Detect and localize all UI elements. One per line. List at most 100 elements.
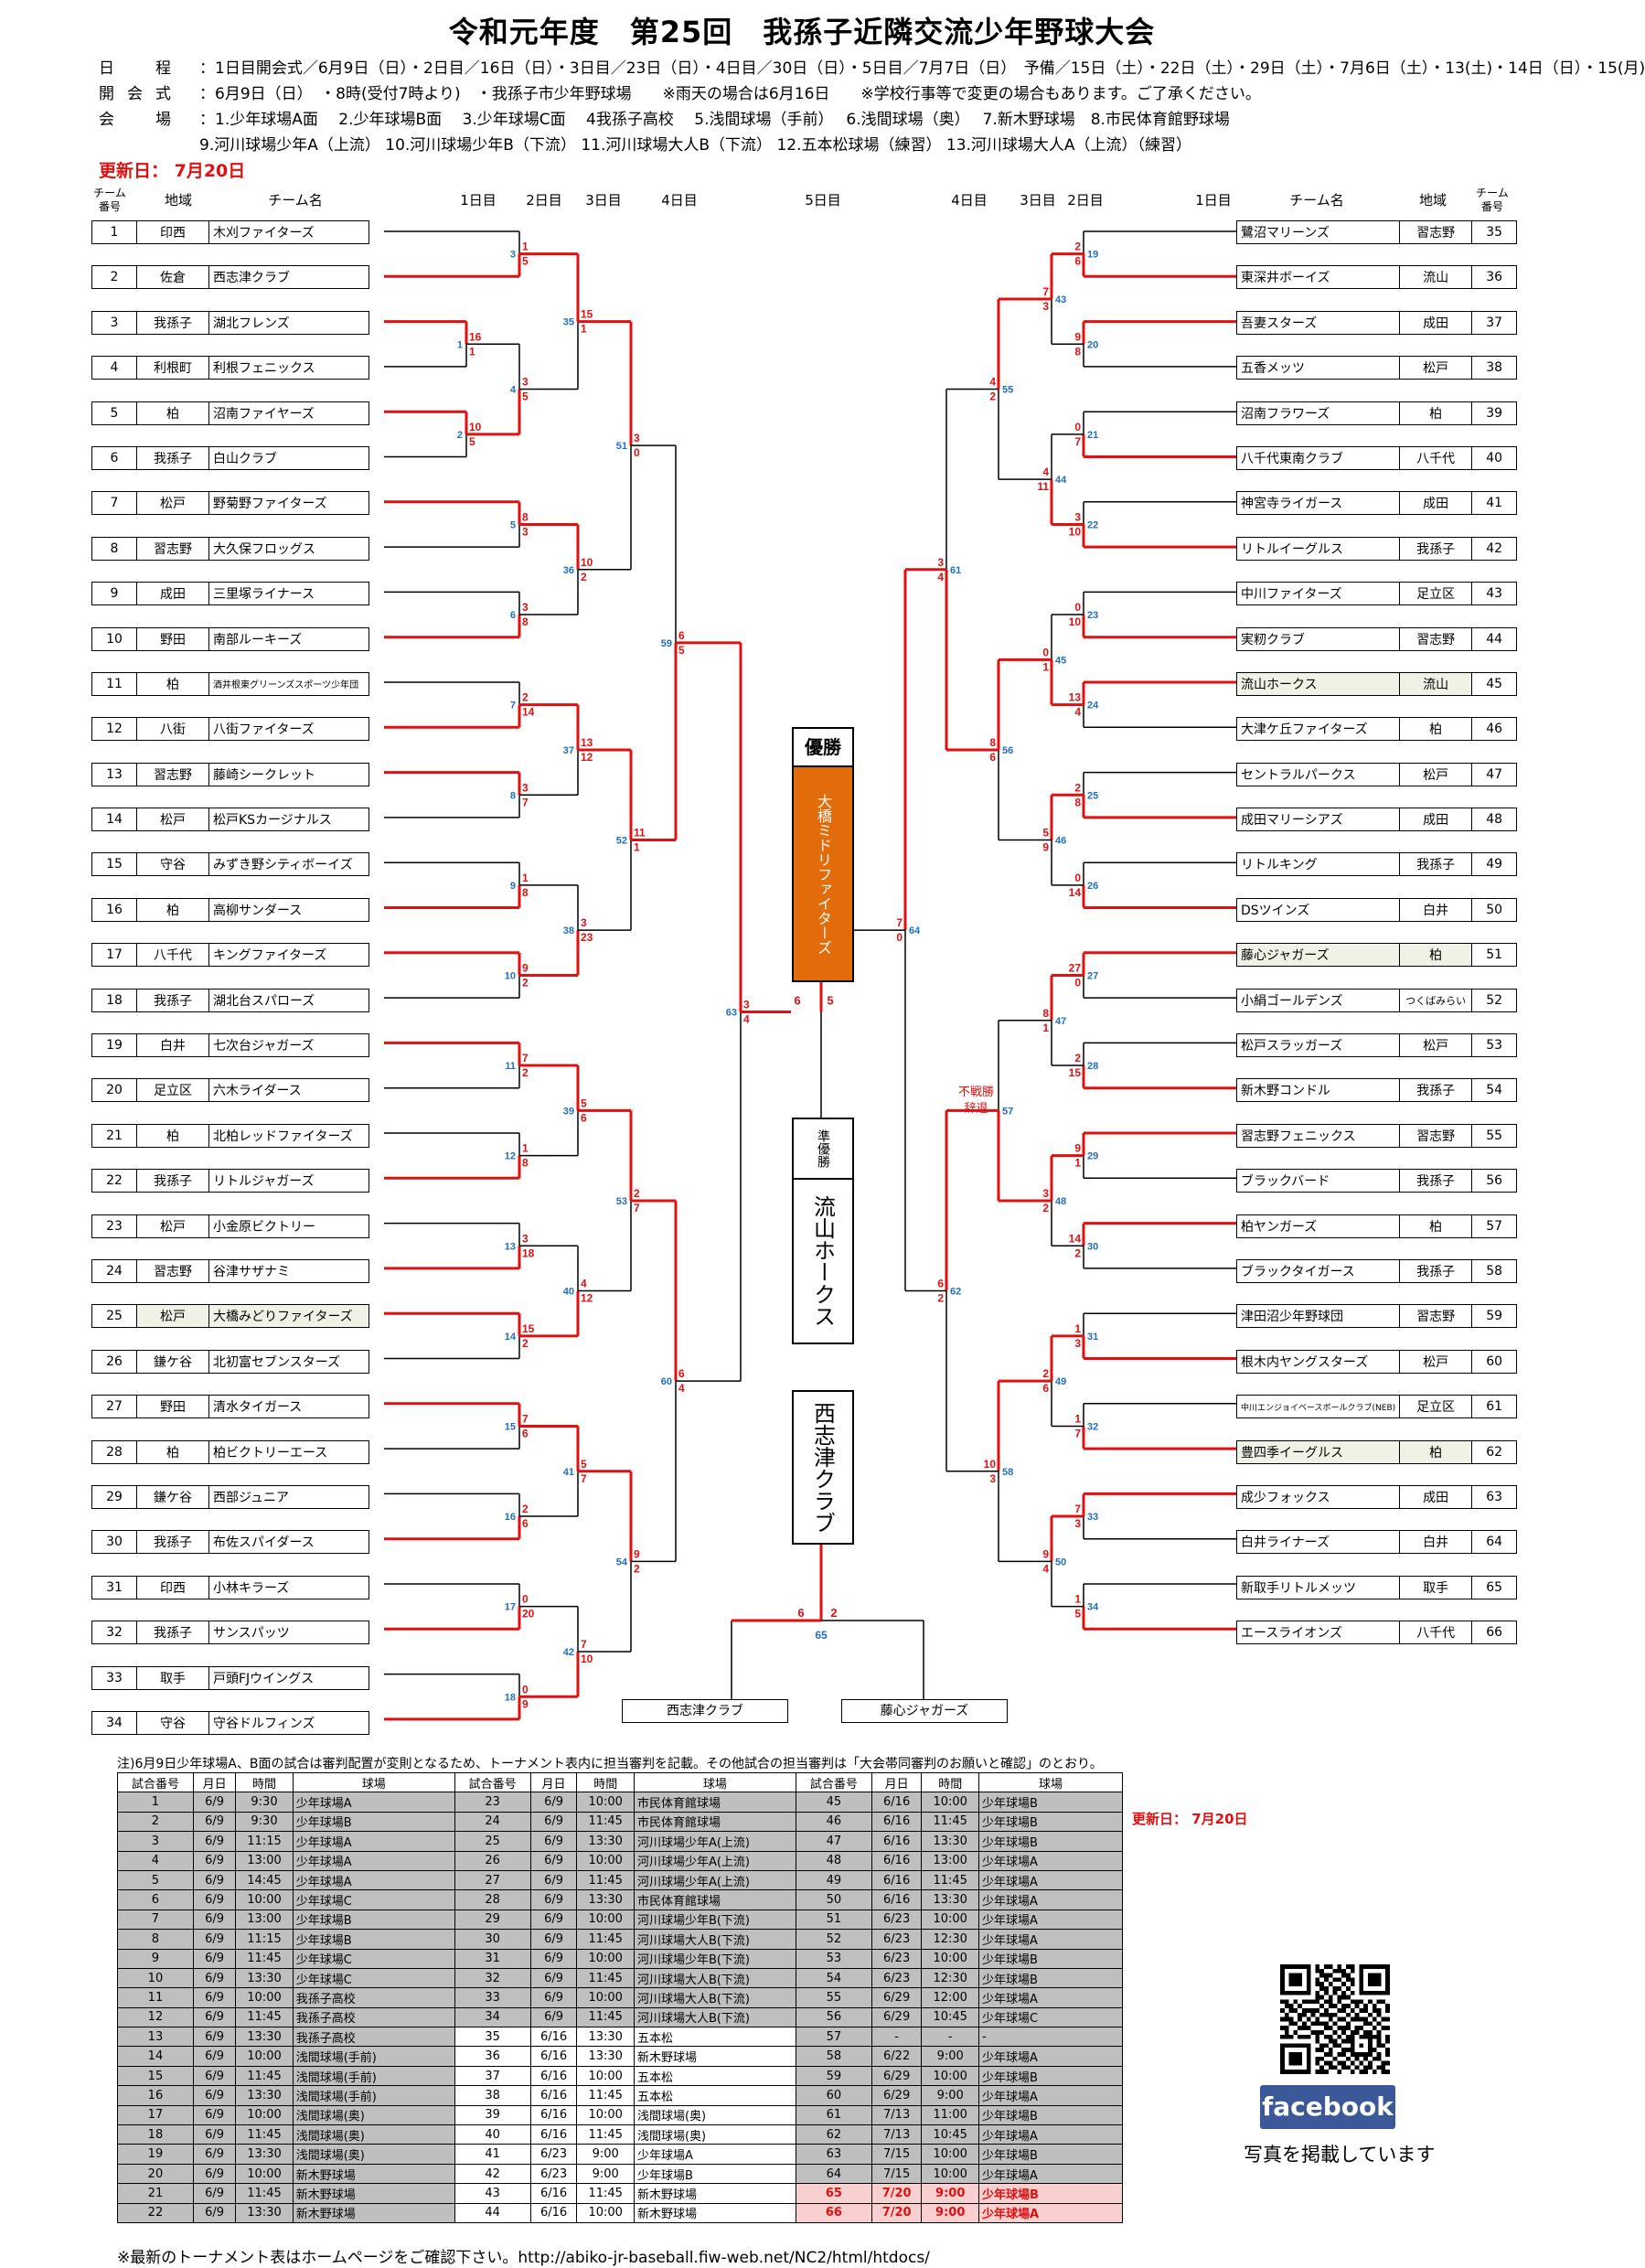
header-day4-left: 4日目 xyxy=(661,192,698,209)
team-region: 柏 xyxy=(1399,401,1473,425)
team-name: 白山クラブ xyxy=(208,445,369,470)
team-region: 我孫子 xyxy=(136,988,209,1012)
game-number: 47 xyxy=(1055,1016,1066,1027)
schedule-cell: 10:00 xyxy=(576,2065,635,2087)
team-region: 松戸 xyxy=(136,491,209,516)
schedule-cell: 新木野球場 xyxy=(292,2183,455,2204)
schedule-cell: 6/16 xyxy=(529,2065,578,2087)
score-label: 3 xyxy=(1074,1337,1081,1350)
champion-box: 優勝 大橋ミドリファイターズ xyxy=(792,727,854,982)
score-label: 4 xyxy=(678,1382,685,1395)
schedule-cell: 20 xyxy=(117,2163,194,2185)
game-number: 27 xyxy=(1087,970,1098,981)
schedule-cell: 10:00 xyxy=(235,2163,294,2185)
footer-note: ※最新のトーナメント表はホームページをご確認下さい。http://abiko-j… xyxy=(117,2249,930,2267)
opening-line: 開会式：6月9日（日） ・8時(受付7時より) ・我孫子市少年野球場 ※雨天の場… xyxy=(99,80,1261,103)
schedule-cell: 25 xyxy=(454,1831,531,1852)
team-number: 7 xyxy=(91,491,137,516)
team-number: 44 xyxy=(1471,626,1518,651)
score-label: 9 xyxy=(634,1547,640,1560)
schedule-cell: 53 xyxy=(795,1948,872,1969)
schedule-cell: 5 xyxy=(117,1869,194,1891)
game-number: 19 xyxy=(1087,250,1098,261)
team-region: 柏 xyxy=(1399,1214,1473,1238)
qr-code-icon[interactable] xyxy=(1280,1964,1390,2074)
schedule-cell: 65 xyxy=(795,2183,872,2204)
score-label: 0 xyxy=(522,1593,529,1606)
team-number: 38 xyxy=(1471,356,1518,380)
team-region: 成田 xyxy=(136,582,209,606)
schedule-cell: 56 xyxy=(795,2006,872,2028)
game-number: 14 xyxy=(505,1332,517,1343)
schedule-cell: 61 xyxy=(795,2104,872,2126)
runner-up-name: 流山ホークス xyxy=(809,1195,836,1327)
schedule-cell: 6/16 xyxy=(529,2202,578,2223)
schedule-cell: 13:30 xyxy=(235,1967,294,1989)
schedule-cell: 少年球場A xyxy=(978,2124,1123,2145)
team-region: つくばみらい xyxy=(1399,988,1473,1012)
team-region: 柏 xyxy=(1399,717,1473,742)
score-label: 8 xyxy=(1074,345,1081,358)
score-label: 7 xyxy=(522,796,529,808)
game-number: 21 xyxy=(1087,430,1098,441)
game-number: 59 xyxy=(661,638,672,649)
schedule-cell: 6/16 xyxy=(529,2124,578,2145)
team-name: 八街ファイターズ xyxy=(208,717,369,742)
schedule-cell: 10:00 xyxy=(235,2104,294,2126)
schedule-cell: - xyxy=(978,2027,1123,2048)
schedule-cell: 我孫子高校 xyxy=(292,2006,455,2028)
schedule-cell: 河川球場少年A(上流) xyxy=(633,1831,796,1852)
header-day3-right: 3日目 xyxy=(1020,192,1056,209)
schedule-cell: 11:45 xyxy=(576,2006,635,2028)
schedule-cell: 48 xyxy=(795,1850,872,1871)
team-number: 23 xyxy=(91,1214,137,1238)
game-number: 30 xyxy=(1087,1241,1098,1252)
schedule-cell: 浅間球場(手前) xyxy=(292,2085,455,2106)
score-label: 2 xyxy=(937,1292,944,1305)
score-label: 1 xyxy=(1074,1322,1081,1335)
team-region: 取手 xyxy=(1399,1575,1473,1599)
team-name: 湖北フレンズ xyxy=(208,310,369,335)
game-number: 2 xyxy=(457,430,463,441)
schedule-cell: 少年球場B xyxy=(978,1831,1123,1852)
team-number: 18 xyxy=(91,988,137,1012)
schedule-cell: 浅間球場(奥) xyxy=(292,2124,455,2145)
score-label: 0 xyxy=(896,931,903,944)
score-label: 10 xyxy=(984,1458,997,1471)
score-label: 7 xyxy=(1074,1427,1081,1439)
schedule-cell: 11:45 xyxy=(576,2183,635,2204)
score-label: 3 xyxy=(1074,510,1081,523)
team-number: 56 xyxy=(1471,1169,1518,1193)
game-number: 57 xyxy=(1002,1106,1013,1117)
team-number: 27 xyxy=(91,1395,137,1419)
schedule-cell: 64 xyxy=(795,2163,872,2185)
team-name: リトルイーグルス xyxy=(1235,536,1401,561)
team-name: ブラックバード xyxy=(1235,1169,1401,1193)
game-number: 46 xyxy=(1055,836,1066,847)
facebook-logo[interactable]: facebook xyxy=(1260,2085,1395,2129)
venue-label: 会 場 xyxy=(99,111,184,129)
schedule-cell: 10:00 xyxy=(921,2163,979,2185)
schedule-cell: 12:30 xyxy=(921,1967,979,1989)
team-name: 松戸KSカージナルス xyxy=(208,808,369,832)
score-label: 6 xyxy=(1074,255,1081,268)
schedule-cell: 市民体育館球場 xyxy=(633,1889,796,1910)
team-name: 根木内ヤングスターズ xyxy=(1235,1349,1401,1374)
team-number: 52 xyxy=(1471,988,1518,1012)
schedule-cell: 66 xyxy=(795,2202,872,2223)
game-number: 65 xyxy=(815,1629,828,1642)
team-region: 松戸 xyxy=(1399,1349,1473,1374)
team-name: 松戸スラッガーズ xyxy=(1235,1033,1401,1058)
score-label: 3 xyxy=(989,1472,996,1485)
score-label: 8 xyxy=(1042,1007,1049,1020)
team-number: 45 xyxy=(1471,671,1518,696)
schedule-cell: 4 xyxy=(117,1850,194,1871)
